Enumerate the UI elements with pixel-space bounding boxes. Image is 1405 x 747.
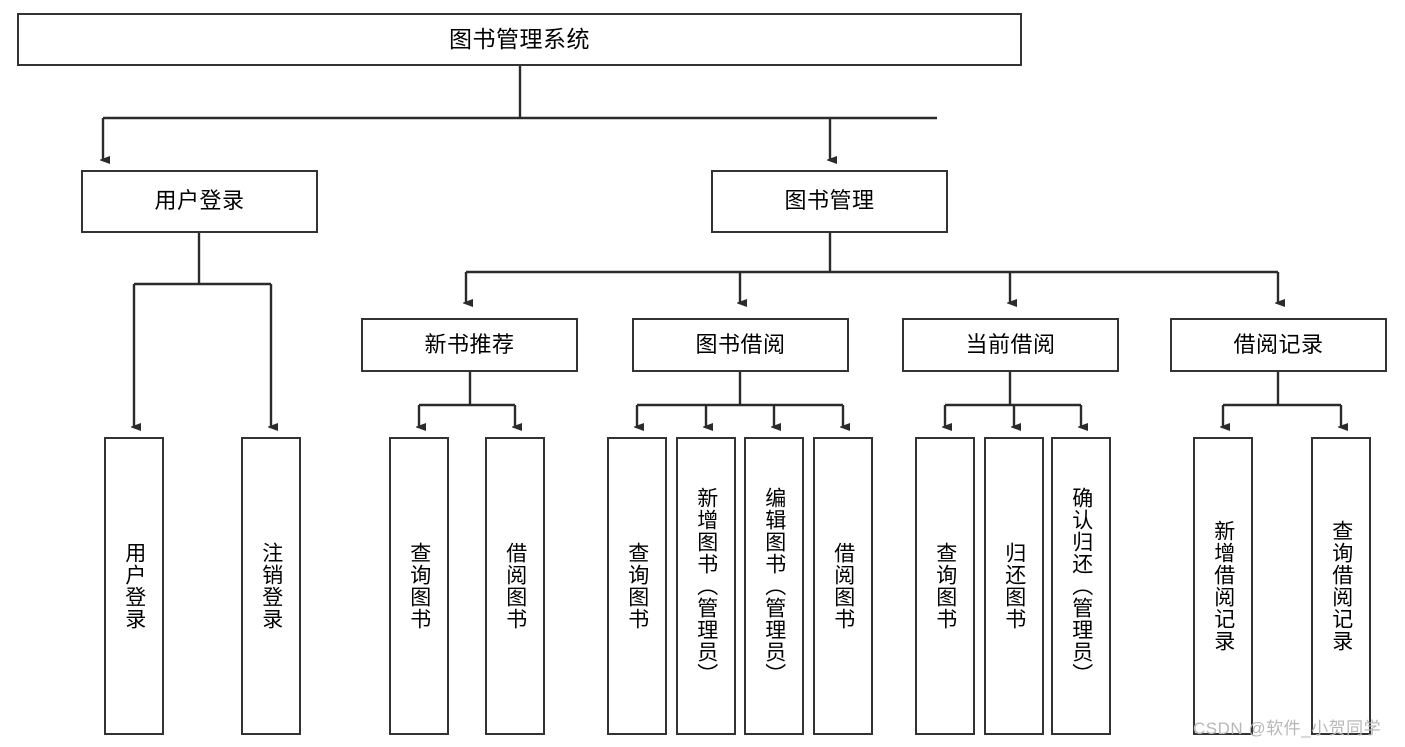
node-label: 查询图书 <box>407 542 431 630</box>
node-root-book-management-system[interactable]: 图书管理系统 <box>17 13 1022 66</box>
node-label: 借阅记录 <box>1233 331 1324 357</box>
leaf-borrow-record-query[interactable]: 查询借阅记录 <box>1311 437 1371 735</box>
node-book-management[interactable]: 图书管理 <box>711 170 948 233</box>
node-label: 查询图书 <box>933 542 957 630</box>
node-label: 用户登录 <box>122 542 146 630</box>
node-label: 查询借阅记录 <box>1329 520 1353 652</box>
node-label: 新增借阅记录 <box>1211 520 1235 652</box>
node-label: 新增图书（管理员） <box>694 487 718 685</box>
leaf-new-book-borrow[interactable]: 借阅图书 <box>485 437 545 735</box>
node-label: 新书推荐 <box>424 331 515 357</box>
leaf-book-borrow-borrow[interactable]: 借阅图书 <box>813 437 873 735</box>
leaf-current-borrow-query[interactable]: 查询图书 <box>915 437 975 735</box>
node-label: 用户登录 <box>154 188 245 214</box>
node-label: 编辑图书（管理员） <box>762 487 786 685</box>
node-current-borrow[interactable]: 当前借阅 <box>902 318 1119 372</box>
watermark: CSDN @软件_小贺同学 <box>1193 719 1382 738</box>
leaf-user-login-logout[interactable]: 注销登录 <box>241 437 301 735</box>
node-user-login[interactable]: 用户登录 <box>81 170 318 233</box>
node-borrow-record[interactable]: 借阅记录 <box>1170 318 1387 372</box>
leaf-new-book-query[interactable]: 查询图书 <box>389 437 449 735</box>
node-label: 注销登录 <box>259 542 283 630</box>
leaf-book-borrow-query[interactable]: 查询图书 <box>607 437 667 735</box>
node-book-borrow[interactable]: 图书借阅 <box>632 318 849 372</box>
leaf-user-login-login[interactable]: 用户登录 <box>104 437 164 735</box>
node-label: 查询图书 <box>625 542 649 630</box>
node-label: 借阅图书 <box>503 542 527 630</box>
node-new-book-recommend[interactable]: 新书推荐 <box>361 318 578 372</box>
leaf-book-borrow-edit[interactable]: 编辑图书（管理员） <box>744 437 804 735</box>
leaf-current-borrow-return[interactable]: 归还图书 <box>984 437 1044 735</box>
node-label: 确认归还（管理员） <box>1069 487 1093 685</box>
leaf-current-borrow-confirm-return[interactable]: 确认归还（管理员） <box>1051 437 1111 735</box>
node-label: 归还图书 <box>1002 542 1026 630</box>
node-label: 图书管理 <box>784 188 875 214</box>
leaf-book-borrow-add[interactable]: 新增图书（管理员） <box>676 437 736 735</box>
node-label: 图书管理系统 <box>449 25 590 52</box>
node-label: 当前借阅 <box>965 331 1056 357</box>
node-label: 图书借阅 <box>695 331 786 357</box>
node-label: 借阅图书 <box>831 542 855 630</box>
leaf-borrow-record-add[interactable]: 新增借阅记录 <box>1193 437 1253 735</box>
